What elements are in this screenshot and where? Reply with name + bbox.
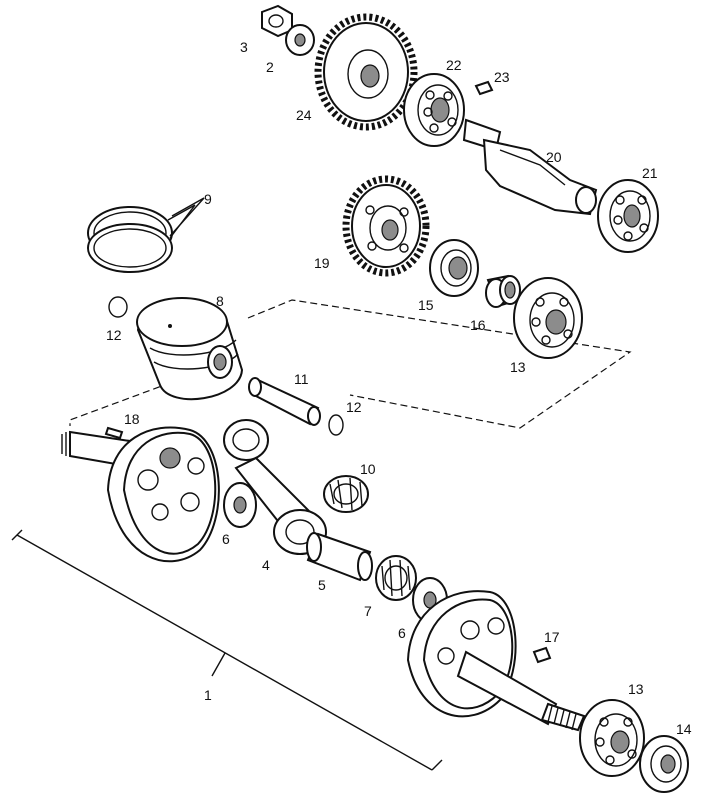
label-7: 7	[364, 603, 372, 619]
part-11-piston-pin	[248, 377, 321, 426]
part-24-drive-gear	[314, 13, 418, 131]
part-22-ball-bearing	[403, 73, 465, 147]
part-19-balance-gear	[342, 175, 430, 277]
label-15: 15	[418, 297, 434, 313]
label-3: 3	[240, 39, 248, 55]
label-13-lower: 13	[628, 681, 644, 697]
label-8: 8	[216, 293, 224, 309]
label-24: 24	[296, 107, 312, 123]
part-23-woodruff-key	[474, 80, 494, 96]
part-6-thrust-washer-left	[223, 482, 257, 528]
label-11: 11	[294, 371, 309, 387]
label-22: 22	[446, 57, 462, 73]
part-8-piston	[136, 297, 244, 401]
part-9-piston-rings	[87, 204, 196, 273]
part-13-main-bearing-lower	[579, 699, 645, 777]
label-5: 5	[318, 577, 326, 593]
part-number-labels: 1 2 3 4 5 6 6 7 8 9 10 11 12 12 13 13 14…	[106, 39, 692, 737]
label-12-lower: 12	[346, 399, 362, 415]
label-13-upper: 13	[510, 359, 526, 375]
label-6-right: 6	[398, 625, 406, 641]
label-16: 16	[470, 317, 486, 333]
label-12-upper: 12	[106, 327, 122, 343]
part-21-ball-bearing	[597, 179, 659, 253]
part-2-lock-washer	[285, 24, 315, 56]
label-4: 4	[262, 557, 270, 573]
label-6-left: 6	[222, 531, 230, 547]
label-17: 17	[544, 629, 560, 645]
part-10-small-end-bearing	[323, 475, 369, 513]
label-14: 14	[676, 721, 692, 737]
part-13-main-bearing-upper	[513, 277, 583, 359]
part-12-circlip-lower	[328, 414, 344, 436]
part-5-crank-pin	[306, 532, 373, 582]
label-21: 21	[642, 165, 658, 181]
part-17-woodruff-key	[532, 646, 552, 664]
part-14-oil-seal	[639, 735, 689, 793]
crankshaft-assembly-bracket	[11, 529, 443, 771]
left-crank-half	[61, 426, 220, 563]
label-23: 23	[494, 69, 510, 85]
part-16-bushing	[485, 274, 521, 308]
part-7-big-end-bearing	[375, 555, 417, 601]
part-15-bearing	[429, 239, 479, 297]
label-20: 20	[546, 149, 562, 165]
label-18: 18	[124, 411, 140, 427]
part-4-connecting-rod	[223, 419, 327, 555]
right-crank-half	[406, 590, 586, 732]
label-10: 10	[360, 461, 376, 477]
part-18-woodruff-key	[104, 426, 124, 440]
label-2: 2	[266, 59, 274, 75]
label-1: 1	[204, 687, 212, 703]
label-9: 9	[204, 191, 212, 207]
leader-lines	[169, 197, 205, 237]
part-20-balance-shaft	[462, 118, 598, 216]
label-19: 19	[314, 255, 330, 271]
part-12-circlip-upper	[108, 296, 128, 318]
